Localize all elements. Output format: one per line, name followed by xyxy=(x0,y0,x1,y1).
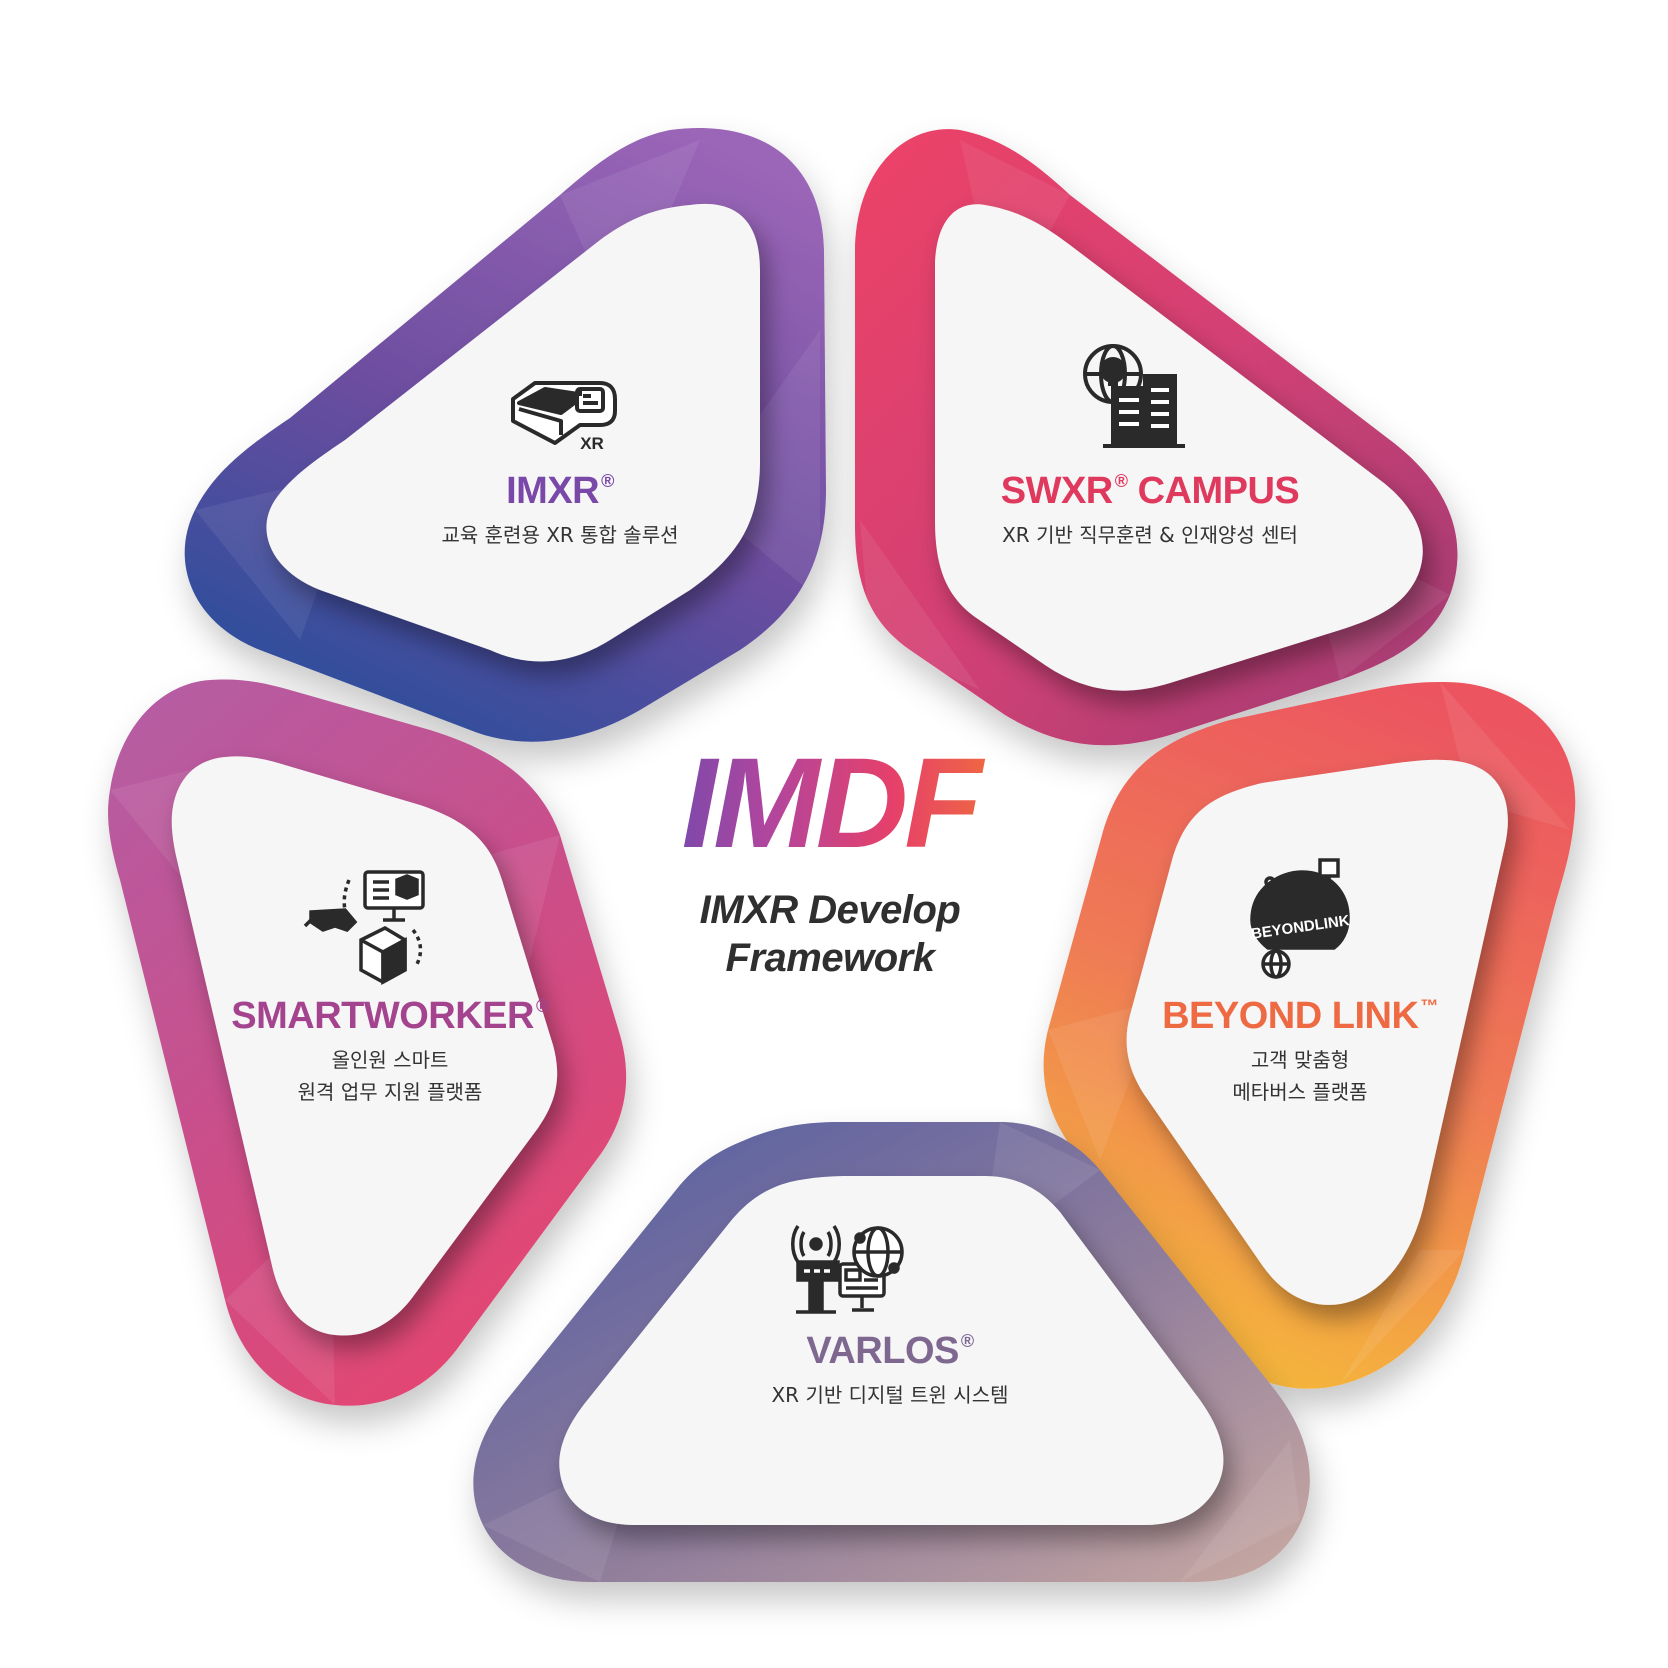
tile-varlos-title-text: VARLOS xyxy=(806,1330,959,1372)
tile-smartworker-facets xyxy=(110,760,560,1405)
tile-imxr-face xyxy=(266,203,760,662)
tile-swxr-title-text: SWXR xyxy=(1000,470,1114,512)
tile-swxr-text: SWXR® CAMPUS XR 기반 직무훈련 & 인재양성 센터 xyxy=(940,470,1360,551)
tile-smartworker-registered-mark: ® xyxy=(535,996,549,1016)
tile-smartworker-face xyxy=(171,756,558,1336)
tile-smartworker[interactable] xyxy=(108,679,627,1406)
tile-beyondlink[interactable] xyxy=(1043,681,1576,1389)
tile-smartworker-text: SMARTWORKER® 올인원 스마트 원격 업무 지원 플랫폼 xyxy=(220,995,560,1108)
tile-swxr-subtitle: XR 기반 직무훈련 & 인재양성 센터 xyxy=(1002,523,1298,547)
tile-swxr-title-suffix: CAMPUS xyxy=(1127,470,1300,512)
tile-beyondlink-subtitle-2: 메타버스 플랫폼 xyxy=(1232,1080,1368,1104)
tile-imxr[interactable] xyxy=(184,127,826,742)
tile-smartworker-subtitle-2: 원격 업무 지원 플랫폼 xyxy=(297,1080,483,1104)
tile-varlos-facets xyxy=(483,1122,1300,1582)
tile-smartworker-subtitle-1: 올인원 스마트 xyxy=(331,1048,449,1072)
tile-beyondlink-subtitle-1: 고객 맞춤형 xyxy=(1250,1048,1350,1072)
imdf-logo: IMDF xyxy=(620,740,1040,868)
tile-varlos-subtitle: XR 기반 디지털 트윈 시스템 xyxy=(771,1383,1009,1407)
vr-headset-icon-label: XR xyxy=(580,434,604,453)
tile-beyondlink-title-text: BEYOND LINK xyxy=(1162,995,1419,1037)
center-block: IMDF IMXR Develop Framework xyxy=(620,740,1040,982)
tile-varlos-text: VARLOS® XR 기반 디지털 트윈 시스템 xyxy=(680,1330,1100,1411)
tile-beyondlink-trademark: ™ xyxy=(1420,996,1438,1016)
tile-beyondlink-face xyxy=(1126,759,1508,1305)
tile-imxr-registered-mark: ® xyxy=(601,471,614,491)
globe-network-icon xyxy=(1250,858,1350,979)
tile-imxr-title-text: IMXR xyxy=(506,470,600,512)
tile-imxr-text: IMXR® 교육 훈련용 XR 통합 솔루션 xyxy=(380,470,740,551)
tile-varlos-registered-mark: ® xyxy=(960,1331,974,1351)
vr-headset-icon xyxy=(511,381,617,445)
tile-varlos-face xyxy=(559,1176,1224,1525)
remote-work-icon xyxy=(303,870,425,985)
campus-building-icon xyxy=(1083,344,1185,448)
tile-varlos[interactable] xyxy=(473,1122,1310,1582)
tile-imxr-title: IMXR® xyxy=(380,470,740,513)
tile-varlos-title: VARLOS® xyxy=(680,1330,1100,1373)
tile-imxr-subtitle: 교육 훈련용 XR 통합 솔루션 xyxy=(441,523,679,547)
tile-swxr-title: SWXR® CAMPUS xyxy=(940,470,1360,513)
digital-twin-icon xyxy=(791,1224,904,1314)
tile-smartworker-title: SMARTWORKER® xyxy=(220,995,560,1038)
center-subtitle-line2: Framework xyxy=(725,936,935,980)
tile-smartworker-title-text: SMARTWORKER xyxy=(231,995,534,1037)
tile-swxr-registered-mark: ® xyxy=(1114,471,1128,491)
center-subtitle-line1: IMXR Develop xyxy=(699,888,961,932)
